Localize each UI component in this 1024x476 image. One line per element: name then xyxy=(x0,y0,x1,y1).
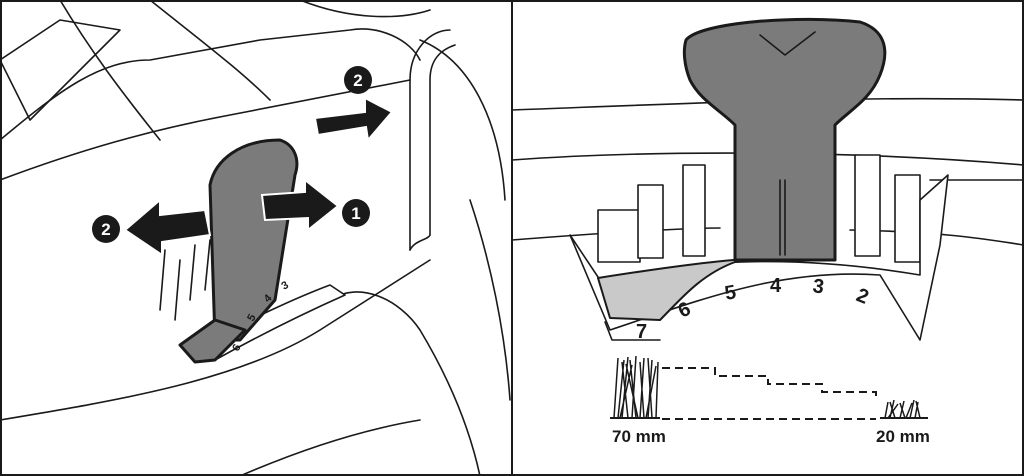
step-badge-label: 1 xyxy=(351,204,360,223)
arrow-right-icon xyxy=(313,96,394,143)
height-lever[interactable] xyxy=(682,17,887,262)
short-grass-icon xyxy=(884,399,921,419)
right-panel: 7 6 5 4 3 2 70 mm 20 mm xyxy=(511,17,1024,446)
dial-number: 5 xyxy=(723,281,738,305)
dial-number: 5 xyxy=(245,312,258,323)
height-lever[interactable] xyxy=(208,138,299,342)
dial-number: 4 xyxy=(770,275,782,297)
step-badge xyxy=(92,215,120,243)
min-height-label: 20 mm xyxy=(876,427,930,446)
step-badge-label: 2 xyxy=(101,220,110,239)
dial-number: 2 xyxy=(853,284,872,309)
step-badge-label: 2 xyxy=(353,71,362,90)
step-badge xyxy=(344,66,372,94)
tall-grass-icon xyxy=(613,355,659,419)
grass-height-scale: 70 mm 20 mm xyxy=(610,355,930,446)
step-badge xyxy=(342,199,370,227)
dial-number: 3 xyxy=(811,275,825,298)
dial-number: 6 xyxy=(230,342,243,353)
dial-number: 7 xyxy=(636,321,647,343)
arrow-left-icon xyxy=(123,197,212,257)
dial-number: 3 xyxy=(280,279,291,292)
max-height-label: 70 mm xyxy=(612,427,666,446)
left-panel: 6 5 4 3 2 2 1 xyxy=(0,0,511,476)
arrow-pull-icon xyxy=(260,177,340,233)
